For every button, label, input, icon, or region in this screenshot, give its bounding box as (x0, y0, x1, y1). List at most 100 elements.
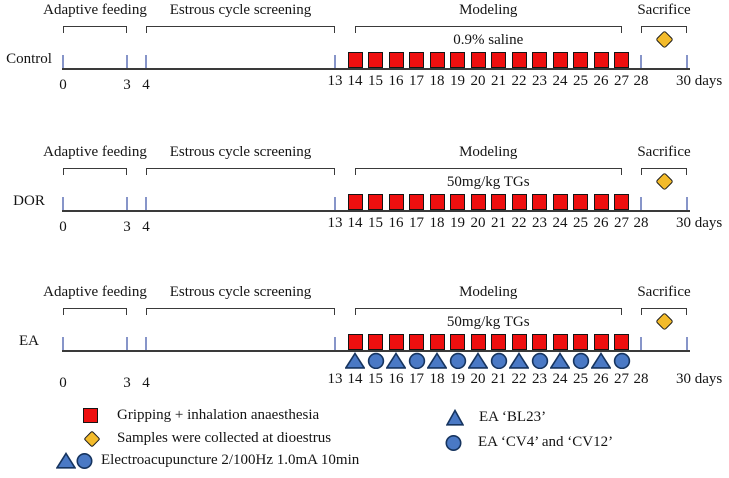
day-label-17: 17 (409, 215, 424, 231)
anaesthesia-square-day-23 (532, 52, 547, 68)
day-label-18: 18 (429, 73, 445, 89)
anaesthesia-square-day-22 (511, 334, 527, 350)
day-label-22: 22 (511, 73, 527, 89)
phase-label-adaptive-feeding: Adaptive feeding (43, 284, 147, 300)
anaesthesia-square-day-18 (429, 194, 445, 210)
day-label-30: 30 days (676, 215, 723, 231)
ea-triangle-day-22 (508, 352, 530, 369)
day-label-21: 21 (491, 371, 506, 387)
blue-triangle-icon (56, 452, 76, 469)
axis-tick-day-30 (686, 55, 688, 68)
day-label-25: 25 (573, 215, 588, 231)
anaesthesia-square-day-18 (429, 334, 445, 350)
anaesthesia-square-day-22 (511, 194, 527, 210)
blue-triangle-icon (344, 352, 366, 369)
blue-circle-icon (449, 352, 466, 370)
day-label-26: 26 (593, 73, 609, 89)
axis-tick-day-28 (640, 337, 642, 350)
legend-label-gripping: Gripping + inhalation anaesthesia (117, 407, 320, 423)
anaesthesia-square-day-24 (552, 52, 568, 68)
phase-bracket-estrous-cycle-screening (146, 168, 335, 175)
anaesthesia-square-day-24 (552, 334, 568, 350)
day-label-26: 26 (593, 371, 609, 387)
axis-tick-day-0 (62, 337, 64, 350)
ea-triangle-day-26 (590, 352, 612, 369)
phase-bracket-sacrifice (641, 26, 687, 33)
phase-bracket-sacrifice (641, 308, 687, 315)
day-label-28: 28 (633, 73, 649, 89)
day-label-0: 0 (59, 375, 67, 391)
day-label-26: 26 (593, 215, 609, 231)
ea-circle-day-27 (612, 352, 632, 370)
day-label-23: 23 (532, 215, 547, 231)
day-label-19: 19 (450, 215, 465, 231)
anaesthesia-square-day-23 (532, 334, 547, 350)
day-label-4: 4 (142, 219, 150, 235)
anaesthesia-square-day-22 (511, 52, 527, 68)
timeline-axis (62, 68, 690, 70)
day-label-24: 24 (552, 73, 568, 89)
axis-tick-day-28 (640, 55, 642, 68)
blue-triangle-icon (426, 352, 448, 369)
anaesthesia-square-day-18 (429, 52, 445, 68)
blue-triangle-icon (508, 352, 530, 369)
phase-label-estrous-cycle-screening: Estrous cycle screening (169, 284, 312, 300)
legend-label-ea-bl23: EA ‘BL23’ (479, 409, 547, 425)
anaesthesia-square-day-26 (593, 194, 609, 210)
anaesthesia-square-day-15 (368, 52, 383, 68)
anaesthesia-square-day-19 (450, 52, 465, 68)
ea-circle-day-21 (489, 352, 509, 370)
legend-item-gripping: Gripping + inhalation anaesthesia (83, 407, 319, 424)
day-label-18: 18 (429, 215, 445, 231)
day-label-24: 24 (552, 371, 568, 387)
ea-circle-day-25 (571, 352, 591, 370)
phase-bracket-estrous-cycle-screening (146, 26, 335, 33)
blue-triangle-icon (590, 352, 612, 369)
ea-triangle-day-18 (426, 352, 448, 369)
phase-label-adaptive-feeding: Adaptive feeding (43, 144, 147, 160)
blue-circle-icon (531, 352, 548, 370)
day-label-30: 30 days (676, 371, 723, 387)
day-label-3: 3 (123, 375, 131, 391)
anaesthesia-square-day-21 (491, 334, 506, 350)
day-label-4: 4 (142, 77, 150, 93)
day-label-22: 22 (511, 371, 527, 387)
phase-label-modeling: Modeling (459, 144, 518, 160)
blue-circle-icon (445, 435, 462, 452)
anaesthesia-square-day-21 (491, 52, 506, 68)
day-label-13: 13 (327, 371, 343, 387)
anaesthesia-square-day-20 (470, 52, 486, 68)
blue-circle-icon (613, 352, 630, 370)
anaesthesia-square-day-14 (347, 334, 363, 350)
legend-label-electroacupuncture: Electroacupuncture 2/100Hz 1.0mA 10min (101, 452, 360, 468)
day-label-16: 16 (388, 73, 404, 89)
phase-bracket-adaptive-feeding (63, 26, 127, 33)
anaesthesia-square-day-25 (573, 334, 588, 350)
axis-tick-day-30 (686, 337, 688, 350)
phase-label-sacrifice: Sacrifice (637, 144, 691, 160)
legend-item-electroacupuncture: Electroacupuncture 2/100Hz 1.0mA 10min (56, 452, 360, 470)
day-label-27: 27 (614, 371, 629, 387)
anaesthesia-square-day-14 (347, 194, 363, 210)
legend-label-samples: Samples were collected at dioestrus (117, 430, 332, 446)
ea-triangle-day-24 (549, 352, 571, 369)
day-label-23: 23 (532, 73, 547, 89)
day-label-28: 28 (633, 371, 649, 387)
legend-label-ea-cv4-cv12: EA ‘CV4’ and ‘CV12’ (478, 434, 614, 450)
day-label-13: 13 (327, 73, 343, 89)
legend-item-ea-bl23: EA ‘BL23’ (446, 409, 546, 426)
axis-tick-day-0 (62, 197, 64, 210)
anaesthesia-square-day-20 (470, 334, 486, 350)
day-label-15: 15 (368, 73, 383, 89)
ea-triangle-day-20 (467, 352, 489, 369)
day-label-15: 15 (368, 215, 383, 231)
phase-bracket-adaptive-feeding (63, 168, 127, 175)
blue-circle-icon (367, 352, 384, 370)
day-label-17: 17 (409, 73, 424, 89)
anaesthesia-square-day-19 (450, 194, 465, 210)
day-label-21: 21 (491, 73, 506, 89)
blue-triangle-icon (385, 352, 407, 369)
day-label-14: 14 (347, 371, 363, 387)
day-label-17: 17 (409, 371, 424, 387)
